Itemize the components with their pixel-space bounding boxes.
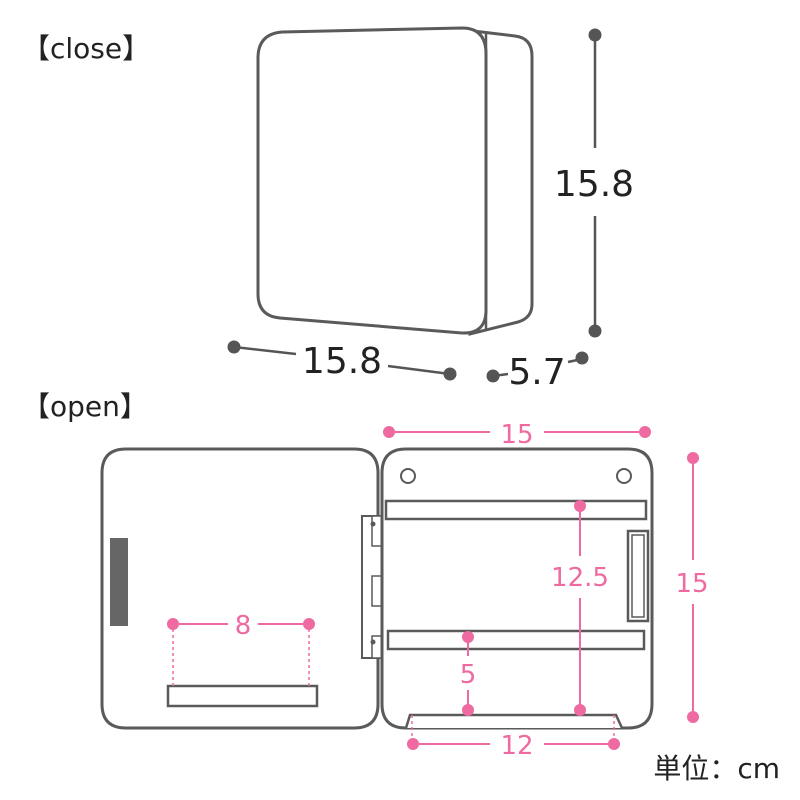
top-shelf bbox=[384, 499, 648, 521]
bottom-width-dimension: 12 bbox=[407, 731, 620, 761]
dimension-endpoint bbox=[574, 704, 586, 716]
door-panel bbox=[100, 447, 380, 730]
open-height-label: 15 bbox=[675, 569, 708, 599]
open-width-dimension: 15 bbox=[383, 420, 651, 450]
close-height-dimension: 15.8 bbox=[554, 28, 634, 338]
inner-height-dimension: 12.5 bbox=[551, 500, 609, 716]
cabinet-body bbox=[380, 447, 654, 745]
dimension-endpoint bbox=[639, 426, 651, 438]
shelf-gap-label: 5 bbox=[460, 660, 477, 690]
close-width-label: 15.8 bbox=[302, 341, 382, 382]
dimension-endpoint bbox=[575, 351, 589, 365]
inner-height-label: 12.5 bbox=[551, 563, 609, 593]
closed-box bbox=[256, 26, 534, 336]
door-slot-label: 8 bbox=[235, 611, 252, 641]
open-door bbox=[100, 447, 380, 730]
dimension-endpoint bbox=[303, 618, 315, 630]
shelf-gap-dimension: 5 bbox=[460, 631, 477, 716]
dimension-endpoint bbox=[227, 340, 241, 354]
dimension-endpoint bbox=[462, 631, 474, 643]
dimension-endpoint bbox=[687, 452, 699, 464]
dimension-endpoint bbox=[588, 324, 602, 338]
dimension-endpoint bbox=[443, 367, 457, 381]
dimension-endpoint bbox=[588, 28, 602, 42]
side-slot bbox=[626, 529, 650, 623]
close-depth-label: 5.7 bbox=[508, 352, 565, 393]
close-section-label: 【close】 bbox=[22, 32, 150, 65]
open-height-dimension: 15 bbox=[675, 452, 709, 723]
hinge bbox=[361, 515, 385, 659]
dimension-endpoint bbox=[462, 704, 474, 716]
mounting-hole bbox=[400, 468, 416, 484]
close-height-label: 15.8 bbox=[554, 164, 634, 205]
close-depth-dimension: 5.7 bbox=[486, 351, 589, 393]
door-slot-dimension: 8 bbox=[167, 611, 315, 641]
mounting-hole bbox=[616, 468, 632, 484]
box-front-face bbox=[256, 26, 488, 335]
dimension-endpoint bbox=[407, 738, 419, 750]
close-width-dimension: 15.8 bbox=[227, 340, 457, 382]
bottom-shelf bbox=[386, 629, 646, 651]
open-section-label: 【open】 bbox=[22, 390, 148, 423]
door-tray bbox=[166, 684, 319, 708]
cabinet-panel bbox=[380, 447, 654, 730]
dimension-endpoint bbox=[608, 738, 620, 750]
dimension-endpoint bbox=[167, 618, 179, 630]
door-handle bbox=[110, 538, 128, 626]
dimension-endpoint bbox=[687, 711, 699, 723]
dimension-endpoint bbox=[574, 500, 586, 512]
bottom-width-label: 12 bbox=[500, 731, 533, 761]
dimension-endpoint bbox=[486, 369, 500, 383]
bottom-tray bbox=[404, 713, 624, 729]
open-width-label: 15 bbox=[500, 420, 533, 450]
dimension-endpoint bbox=[383, 426, 395, 438]
unit-label: 単位：cm bbox=[653, 752, 780, 785]
